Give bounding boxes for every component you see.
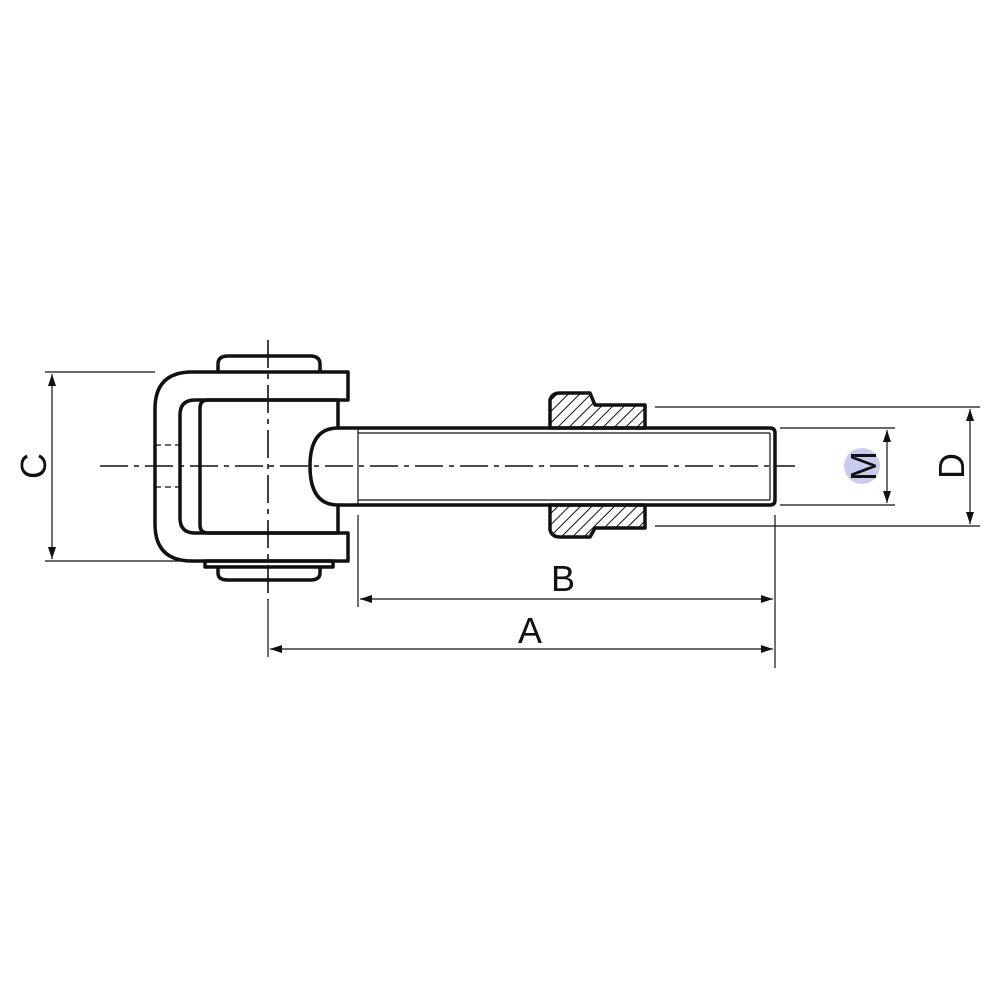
extension-lines <box>45 371 980 668</box>
nut-section <box>548 391 647 539</box>
highlight-marker <box>844 448 880 484</box>
dimension-lines <box>48 374 974 653</box>
label-a: A <box>518 610 542 651</box>
label-c: C <box>13 453 54 479</box>
label-m: M <box>843 451 884 481</box>
label-d: D <box>931 453 972 479</box>
centerlines <box>100 340 795 600</box>
label-b: B <box>551 558 575 599</box>
clevis <box>153 370 350 563</box>
bushings <box>203 354 335 582</box>
threaded-rod <box>338 426 777 507</box>
